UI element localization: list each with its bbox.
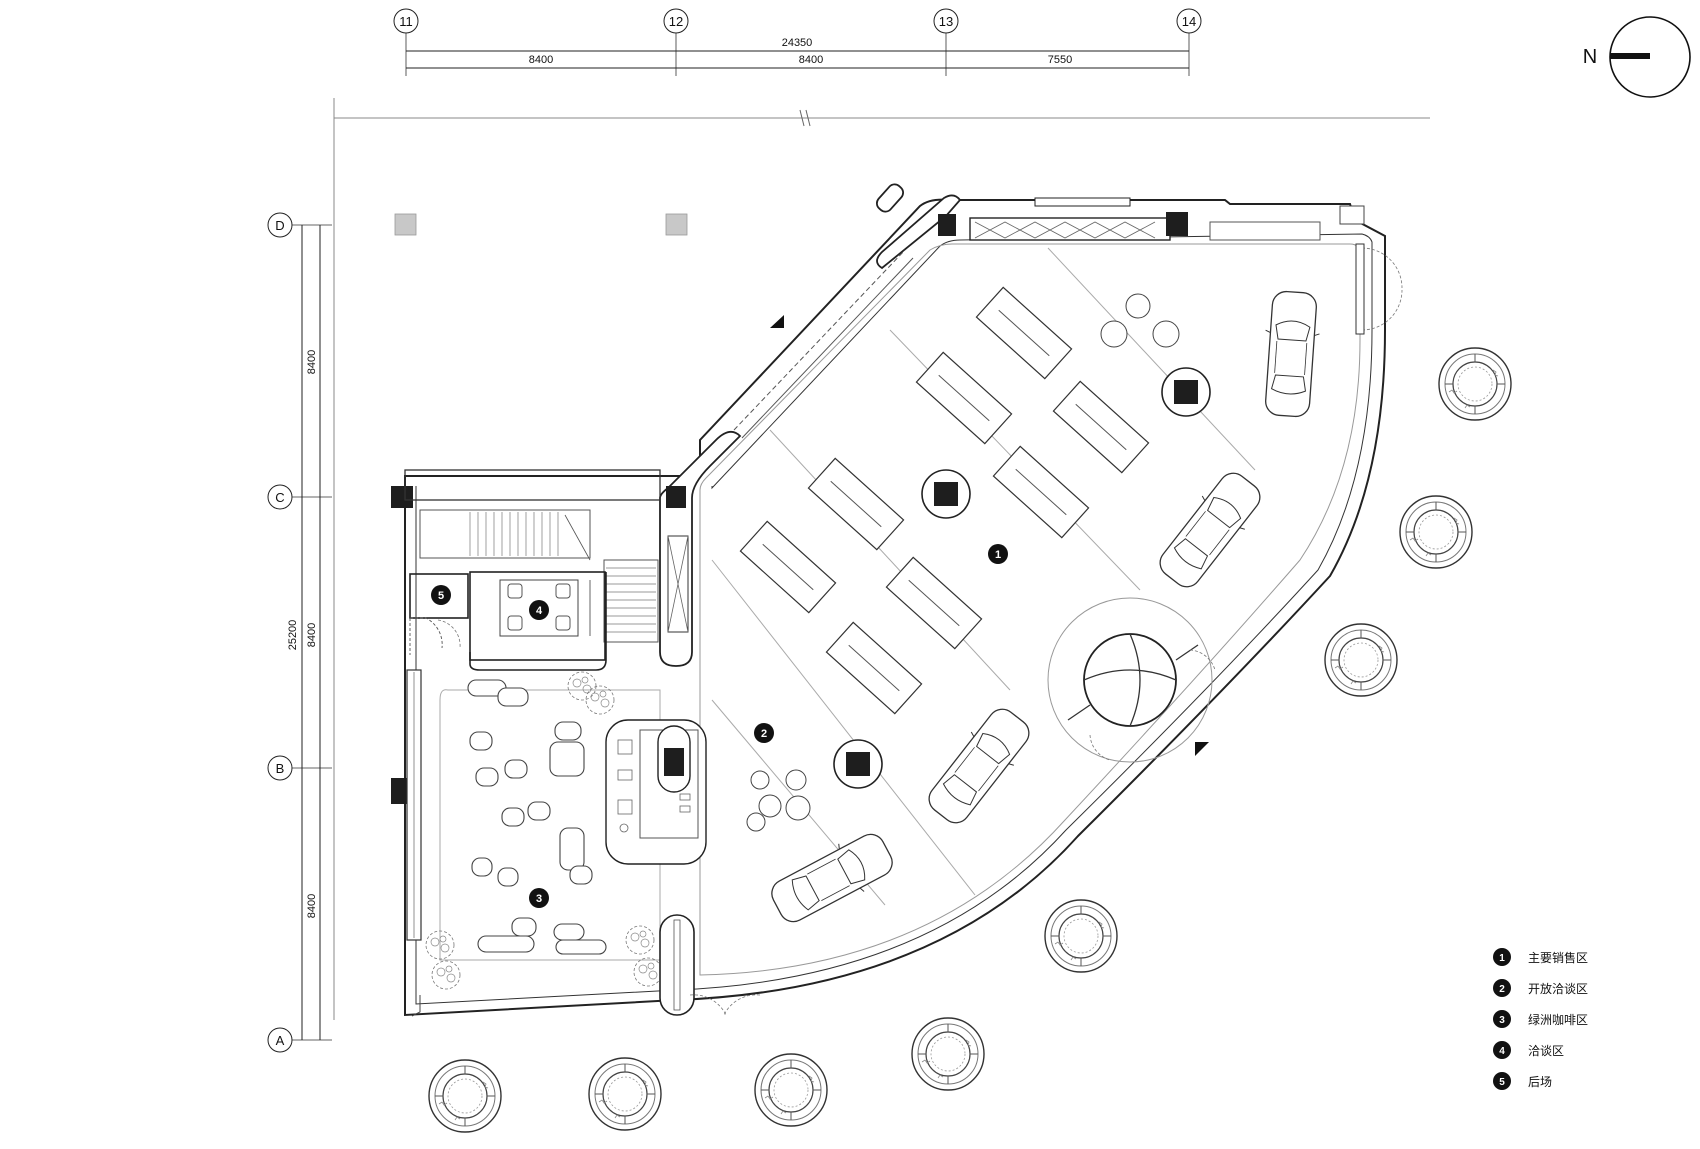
legend-label: 开放洽谈区 bbox=[1528, 981, 1588, 996]
legend-marker bbox=[1493, 1010, 1511, 1028]
zone-marker bbox=[529, 888, 549, 908]
dimension-total: 24350 bbox=[782, 37, 813, 49]
side-doors bbox=[1089, 247, 1403, 761]
legend-marker bbox=[1493, 1072, 1511, 1090]
grid-row-label: C bbox=[275, 490, 284, 505]
showroom-floor bbox=[699, 243, 1361, 976]
grid-column-label: 14 bbox=[1182, 14, 1196, 29]
legend-number: 3 bbox=[1499, 1015, 1505, 1026]
dimension-span: 8400 bbox=[529, 54, 553, 66]
section-marker bbox=[770, 315, 784, 328]
stair-core bbox=[404, 469, 689, 643]
top-dimensions: 24350 8400 8400 7550 bbox=[406, 37, 1189, 69]
legend-marker bbox=[1493, 979, 1511, 997]
side-entry-glazing bbox=[1355, 243, 1365, 335]
zone-marker bbox=[988, 544, 1008, 564]
top-glazing bbox=[969, 197, 1365, 241]
legend-number: 5 bbox=[1499, 1077, 1505, 1088]
zone-marker-label: 4 bbox=[536, 605, 543, 617]
zone-markers: 1 2 3 4 5 bbox=[431, 544, 1008, 908]
meeting-room bbox=[437, 571, 607, 671]
north-label: N bbox=[1583, 46, 1597, 68]
cafe-floor bbox=[439, 689, 661, 961]
cafe-seating bbox=[467, 679, 607, 955]
zone-marker-label: 2 bbox=[761, 728, 767, 740]
dimension-span: 8400 bbox=[306, 894, 318, 918]
legend-number: 1 bbox=[1499, 953, 1505, 964]
zone-marker-label: 1 bbox=[995, 549, 1001, 561]
grid-column-label: 11 bbox=[399, 14, 413, 29]
grid-column-bubbles: 11 12 13 14 bbox=[393, 8, 1202, 76]
grid-column-label: 12 bbox=[669, 14, 683, 29]
left-dimensions: 25200 8400 8400 8400 bbox=[287, 225, 321, 1040]
existing-column bbox=[394, 213, 417, 236]
building-outline bbox=[404, 198, 1386, 1017]
grid-column-label: 13 bbox=[939, 14, 953, 29]
exterior-trees bbox=[428, 347, 1512, 1133]
grid-row-label: A bbox=[276, 1033, 285, 1048]
legend-label: 后场 bbox=[1528, 1075, 1552, 1089]
zone-marker-label: 3 bbox=[536, 893, 542, 905]
legend-number: 4 bbox=[1499, 1046, 1505, 1057]
dimension-span: 7550 bbox=[1048, 54, 1072, 66]
grid-row-bubbles: D C B A bbox=[267, 212, 332, 1053]
legend-label: 洽谈区 bbox=[1528, 1044, 1564, 1058]
legend-label: 主要销售区 bbox=[1528, 950, 1588, 965]
grid-row-label: B bbox=[276, 761, 285, 776]
dimension-total: 25200 bbox=[287, 620, 299, 651]
site-boundary bbox=[333, 98, 1430, 1020]
back-room bbox=[409, 573, 469, 655]
legend-number: 2 bbox=[1499, 984, 1505, 995]
lounge-chairs bbox=[746, 293, 1180, 832]
revolving-door bbox=[1047, 597, 1213, 763]
zone-marker bbox=[754, 723, 774, 743]
zone-marker bbox=[431, 585, 451, 605]
dimension-span: 8400 bbox=[799, 54, 823, 66]
zone-marker-label: 5 bbox=[438, 590, 444, 602]
legend-label: 绿洲咖啡区 bbox=[1528, 1012, 1588, 1027]
dimension-span: 8400 bbox=[306, 350, 318, 374]
coffee-bar bbox=[605, 719, 707, 865]
legend-marker bbox=[1493, 948, 1511, 966]
north-arrow: N bbox=[1583, 16, 1691, 98]
dimension-span: 8400 bbox=[306, 623, 318, 647]
legend: 1 主要销售区 2 开放洽谈区 3 绿洲咖啡区 4 洽谈区 5 后场 bbox=[1493, 948, 1588, 1090]
existing-column bbox=[665, 213, 688, 236]
display-cars bbox=[763, 289, 1323, 932]
entrance-pod bbox=[411, 914, 761, 1017]
grid-row-label: D bbox=[275, 218, 284, 233]
section-marker bbox=[1195, 742, 1209, 756]
zone-marker bbox=[529, 600, 549, 620]
legend-marker bbox=[1493, 1041, 1511, 1059]
left-glazing bbox=[406, 669, 422, 941]
